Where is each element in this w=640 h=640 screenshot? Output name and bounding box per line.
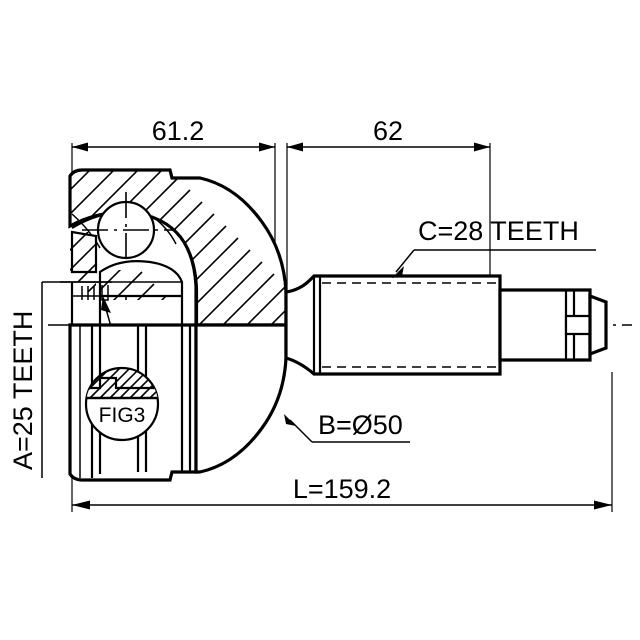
dimension-61-2-text: 61.2 [152,116,205,146]
left-collar-section [70,230,98,274]
c-teeth-text: C=28 TEETH [418,216,579,246]
c-teeth-leader [395,249,415,273]
shaft-tip-chamfer [588,293,608,357]
label-a-25-teeth: A=25 TEETH [8,281,112,478]
a-teeth-text: A=25 TEETH [8,311,38,470]
fig3-leader-arrow [101,296,111,313]
label-b-diameter: B=Ø50 [284,410,410,443]
spline-notch [101,285,109,301]
b-diameter-text: B=Ø50 [318,410,403,440]
dimension-62: 62 [286,116,491,330]
inner-race-arc [71,210,199,325]
cage-edge-right [151,215,177,245]
b-diameter-arrow [284,414,296,426]
circlip-groove [564,314,592,336]
dimension-overall-length: L=159.2 [71,372,613,512]
label-c-28-teeth: C=28 TEETH [392,216,596,278]
l-dimension-text: L=159.2 [293,474,391,504]
c-teeth-arrow [392,266,404,278]
splined-shaft-assembly [284,274,608,376]
dimension-62-text: 62 [373,116,403,146]
fig3-label: FIG3 [99,404,146,427]
boot-cone-section [194,323,288,474]
shaft-end-section [498,288,592,362]
shaft-main-body [284,274,502,376]
dimension-61-2: 61.2 [71,116,276,330]
